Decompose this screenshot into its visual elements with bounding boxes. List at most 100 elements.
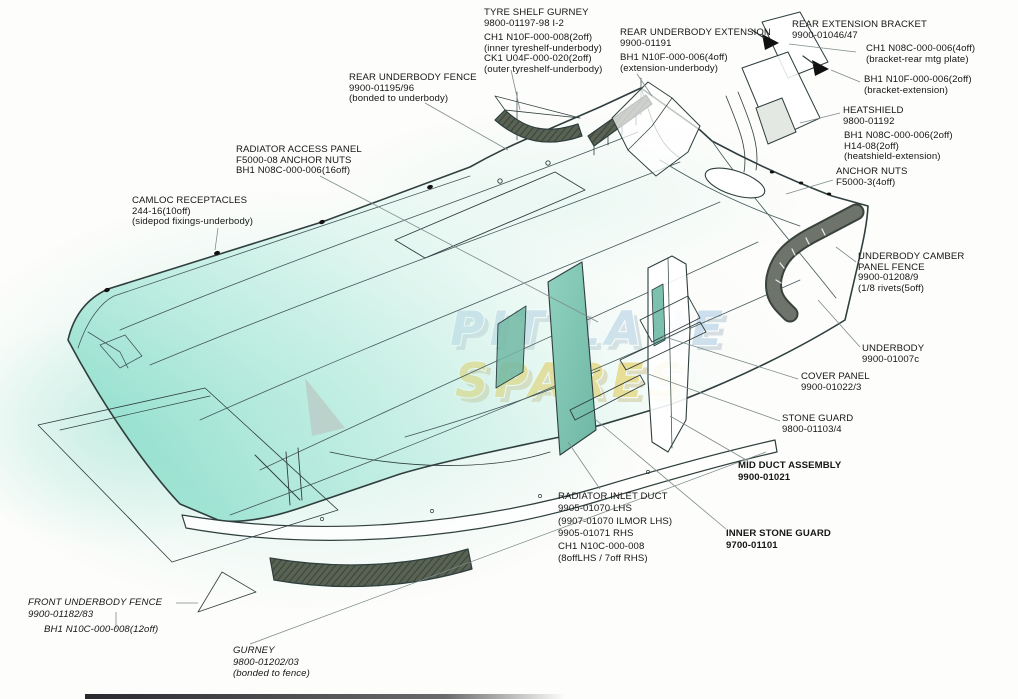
label-line: RADIATOR ACCESS PANEL xyxy=(236,144,362,155)
arrow-icon xyxy=(762,34,829,76)
label-line: BH1 N10C-000-008(12off) xyxy=(44,623,159,635)
label-line: ANCHOR NUTS xyxy=(836,166,908,177)
label-line: UNDERBODY xyxy=(862,343,925,354)
label-heatshield-extension: BH1 N08C-000-006(2off) H14-08(2off) (hea… xyxy=(844,130,953,163)
label-radiator-inlet-duct: RADIATOR INLET DUCT 9905-01070 LHS (9907… xyxy=(558,491,672,565)
stone-guard-part xyxy=(619,321,707,371)
label-line: INNER STONE GUARD xyxy=(726,528,831,539)
label-line: (outer tyreshelf-underbody) xyxy=(484,64,603,76)
gurney-strip xyxy=(269,548,473,588)
mid-duct-inlet xyxy=(651,283,666,347)
label-line: 244-16(10off) xyxy=(132,205,191,217)
label-line: 9900-01022/3 xyxy=(801,381,862,393)
label-tyre-shelf-gurney: TYRE SHELF GURNEY 9800-01197-98 I-2 CH1 … xyxy=(484,7,603,76)
bracket-flange xyxy=(725,91,758,173)
label-mid-duct-assembly: MID DUCT ASSEMBLY 9900-01021 xyxy=(738,460,841,483)
label-line: TYRE SHELF GURNEY xyxy=(484,7,589,18)
label-line: (bracket-extension) xyxy=(864,84,949,96)
label-radiator-access-panel: RADIATOR ACCESS PANEL F5000-08 ANCHOR NU… xyxy=(236,144,362,177)
anchor-nut-hole xyxy=(497,178,503,184)
radiator-access-panel-part xyxy=(394,171,586,259)
label-line: (bonded to underbody) xyxy=(349,93,449,105)
shadow-wedge xyxy=(305,378,345,436)
label-line: 9900-01007c xyxy=(862,353,920,365)
label-line: (inner tyreshelf-underbody) xyxy=(484,42,602,54)
front-underbody-fence-part xyxy=(181,439,778,541)
rear-underbody-extension-part xyxy=(611,81,701,177)
label-line: CK1 U04F-000-020(2off) xyxy=(484,53,592,65)
label-line: (sidepod fixings-underbody) xyxy=(132,216,254,228)
label-underbody: UNDERBODY 9900-01007c xyxy=(862,343,925,365)
label-line: (extension-underbody) xyxy=(620,62,719,74)
label-bracket-rear-mtg-plate: CH1 N08C-000-006(4off) (bracket-rear mtg… xyxy=(866,43,976,65)
label-line: 9800-01202/03 xyxy=(233,656,299,668)
label-front-underbody-fence: FRONT UNDERBODY FENCE 9900-01182/83 BH1 … xyxy=(28,597,162,635)
label-line: 9900-01195/96 xyxy=(349,82,415,94)
label-line: CH1 N10C-000-008 xyxy=(558,540,645,552)
label-line: CH1 N10F-000-008(2off) xyxy=(484,31,593,43)
radiator-inlet-duct-part xyxy=(547,261,597,456)
fence-supports xyxy=(37,387,339,613)
label-line: F5000-08 ANCHOR NUTS xyxy=(236,154,352,166)
label-line: 9800-01103/4 xyxy=(782,423,842,435)
label-line: RADIATOR INLET DUCT xyxy=(558,491,668,502)
label-line: (9907-01070 ILMOR LHS) xyxy=(558,515,673,527)
label-line: MID DUCT ASSEMBLY xyxy=(738,460,842,471)
label-line: STONE GUARD xyxy=(782,413,854,424)
label-line: 9900-01208/9 xyxy=(858,272,919,284)
label-line: BH1 N08C-000-006(16off) xyxy=(236,165,351,177)
label-line: CH1 N08C-000-006(4off) xyxy=(866,43,976,54)
label-line: CAMLOC RECEPTACLES xyxy=(132,195,248,206)
label-line: 9800-01197-98 I-2 xyxy=(484,17,564,29)
label-bracket-extension: BH1 N10F-000-006(2off) (bracket-extensio… xyxy=(864,74,972,96)
label-line: (1/8 rivets(5off) xyxy=(858,283,925,295)
label-line: FRONT UNDERBODY FENCE xyxy=(28,597,163,608)
label-line: REAR UNDERBODY EXTENSION xyxy=(620,27,771,38)
label-anchor-nuts: ANCHOR NUTS F5000-3(4off) xyxy=(836,166,908,188)
label-rear-underbody-fence: REAR UNDERBODY FENCE 9900-01195/96 (bond… xyxy=(349,72,477,105)
inner-duct-vane xyxy=(495,305,527,389)
label-gurney: GURNEY 9800-01202/03 (bonded to fence) xyxy=(233,645,310,680)
label-line: GURNEY xyxy=(233,645,275,656)
label-underbody-camber-panel-fence: UNDERBODY CAMBER PANEL FENCE 9900-01208/… xyxy=(858,251,964,295)
camloc-receptacle-dots xyxy=(104,170,832,293)
label-line: 9900-01046/47 xyxy=(792,29,858,41)
label-inner-stone-guard: INNER STONE GUARD 9700-01101 xyxy=(726,528,831,551)
label-stone-guard: STONE GUARD 9800-01103/4 xyxy=(782,413,854,435)
label-line: (8offLHS / 7off RHS) xyxy=(558,553,648,565)
label-line: 9900-01182/83 xyxy=(28,608,94,620)
label-line: (heatshield-extension) xyxy=(844,151,941,163)
label-line: HEATSHIELD xyxy=(843,105,904,116)
label-line: REAR EXTENSION BRACKET xyxy=(792,19,927,30)
label-line: 9900-01021 xyxy=(738,471,791,483)
anchor-nut-hole xyxy=(545,160,551,166)
label-line: 9800-01192 xyxy=(843,115,895,127)
label-camloc-receptacles: CAMLOC RECEPTACLES 244-16(10off) (sidepo… xyxy=(132,195,254,228)
label-line: 9905-01070 LHS xyxy=(558,503,632,515)
label-line: REAR UNDERBODY FENCE xyxy=(349,72,477,83)
leader-lines xyxy=(115,43,861,645)
label-line: COVER PANEL xyxy=(801,371,870,382)
scan-artifact-bar xyxy=(85,694,565,699)
label-line: BH1 N10F-000-006(2off) xyxy=(864,74,972,85)
label-line: 9700-01101 xyxy=(726,539,778,551)
label-line: BH1 N08C-000-006(2off) xyxy=(844,130,953,141)
label-heatshield: HEATSHIELD 9800-01192 xyxy=(843,105,904,127)
label-line: (bonded to fence) xyxy=(233,668,310,680)
label-rear-extension-bracket: REAR EXTENSION BRACKET 9900-01046/47 xyxy=(792,19,927,41)
label-line: 9900-01191 xyxy=(620,37,672,49)
label-line: 9905-01071 RHS xyxy=(558,528,634,540)
cover-panel-part xyxy=(639,295,701,343)
label-cover-panel: COVER PANEL 9900-01022/3 xyxy=(801,371,870,393)
label-line: PANEL FENCE xyxy=(858,261,925,273)
rear-deck-opening xyxy=(704,167,766,199)
heatshield-part xyxy=(755,97,797,145)
label-line: BH1 N10F-000-006(4off) xyxy=(620,51,728,63)
label-line: H14-08(2off) xyxy=(844,140,899,152)
inner-stone-guard-part xyxy=(569,374,646,421)
label-line: F5000-3(4off) xyxy=(836,176,896,188)
camber-fence-rivets xyxy=(775,228,826,284)
rear-underbody-fence-strip xyxy=(494,109,583,143)
